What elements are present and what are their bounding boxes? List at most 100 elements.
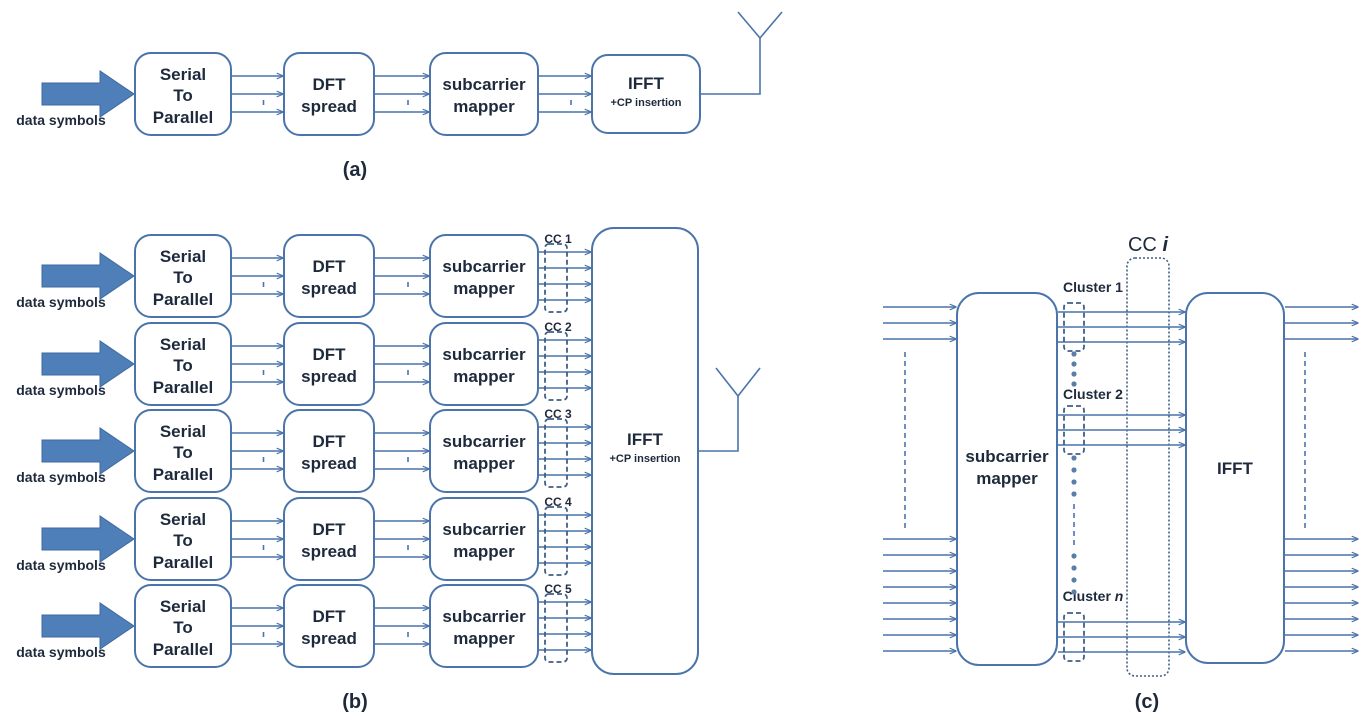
s2p-label-1: Serial [160, 335, 206, 354]
antenna-feed-a [701, 38, 761, 95]
cluster-label-text: Cluster 1 [1063, 279, 1123, 295]
cc-i-label: CC i [1128, 234, 1168, 256]
mapper-label-1: subcarrier [442, 432, 526, 451]
s2p-to-dft-arrows [232, 608, 283, 644]
data-symbols-arrow [41, 515, 135, 563]
subcarrier-mapper-block-c [956, 292, 1058, 666]
data-symbols-label: data symbols [16, 469, 106, 485]
mapper-label-1: subcarrier [442, 345, 526, 364]
chain-1: data symbolsSerialToParallelDFTspreadsub… [16, 320, 591, 406]
s2p-label-2: To [173, 531, 193, 550]
data-symbols-label: data symbols [16, 557, 106, 573]
s2p-to-dft-arrows [232, 346, 283, 382]
cluster-label: Cluster n [1063, 588, 1124, 604]
data-symbols-arrow [41, 340, 135, 388]
subcarrier-mapper-block [429, 409, 539, 493]
component-carrier-box [544, 331, 568, 401]
antenna-b-arm-left [715, 367, 739, 397]
serial-to-parallel-block [134, 52, 232, 136]
ifft-label-a: IFFT [628, 74, 664, 93]
dft-to-mapper-arrows [375, 346, 429, 382]
component-carrier-box [544, 506, 568, 576]
subcarrier-mapper-block [429, 234, 539, 318]
component-carrier-box [544, 243, 568, 313]
mapper-label-1: subcarrier [442, 75, 526, 94]
s2p-to-dft-arrows [232, 433, 283, 469]
cluster-gap-dot-a-3 [1071, 381, 1077, 387]
dft-label-2: spread [301, 367, 357, 386]
data-symbols-label: data symbols [16, 112, 106, 128]
mapper-label-2: mapper [453, 279, 515, 298]
cc-i-text: CC [1128, 234, 1162, 256]
dft-label-1: DFT [312, 75, 346, 94]
serial-to-parallel-block [134, 322, 232, 406]
dft-to-mapper-arrows [375, 608, 429, 644]
dft-to-mapper-arrows [375, 76, 429, 112]
caption-a: (a) [343, 159, 367, 181]
antenna-feed-b [699, 396, 739, 452]
dft-label-2: spread [301, 454, 357, 473]
dft-spread-block [283, 584, 375, 668]
mapper-label-c-1: subcarrier [965, 447, 1049, 466]
panel-a-single-carrier-chain: data symbolsSerialToParallelDFTspreadsub… [16, 11, 783, 136]
s2p-label-3: Parallel [153, 108, 214, 127]
cluster-gap-dot-c-3 [1071, 589, 1077, 595]
s2p-label-2: To [173, 356, 193, 375]
cluster-gap-dot-c-0 [1071, 553, 1077, 559]
serial-to-parallel-block [134, 497, 232, 581]
s2p-to-dft-arrows [232, 76, 283, 112]
cluster-gap-dot-b-2 [1071, 479, 1077, 485]
antenna-a-arm-left [737, 11, 761, 39]
chain-2: data symbolsSerialToParallelDFTspreadsub… [16, 407, 591, 493]
s2p-label-1: Serial [160, 510, 206, 529]
component-carrier-label: CC 5 [544, 582, 572, 596]
cp-insertion-label-b: +CP insertion [609, 453, 680, 465]
subcarrier-mapper-block [429, 52, 539, 136]
dft-label-1: DFT [312, 520, 346, 539]
dft-spread-block [283, 234, 375, 318]
cc-i-index: i [1162, 234, 1168, 256]
mapper-label-2: mapper [453, 367, 515, 386]
s2p-label-2: To [173, 86, 193, 105]
subcarrier-mapper-block [429, 584, 539, 668]
cluster-label-index: n [1115, 588, 1124, 604]
dft-spread-block [283, 409, 375, 493]
dft-label-2: spread [301, 279, 357, 298]
cluster-gap-dot-a-1 [1071, 361, 1077, 367]
ifft-block-a [591, 54, 701, 134]
cluster-label: Cluster 2 [1063, 386, 1123, 402]
serial-to-parallel-block [134, 234, 232, 318]
s2p-label-2: To [173, 618, 193, 637]
data-symbols-arrow [41, 602, 135, 650]
mapper-label-2: mapper [453, 454, 515, 473]
ifft-label-c: IFFT [1217, 459, 1253, 478]
data-symbols-arrow [41, 252, 135, 300]
cc-i-region [1126, 257, 1170, 677]
data-symbols-arrow [41, 427, 135, 475]
panel-b-carrier-aggregation-chains: data symbolsSerialToParallelDFTspreadsub… [16, 227, 761, 675]
cluster-gap-dot-b-3 [1071, 491, 1077, 497]
s2p-label-3: Parallel [153, 465, 214, 484]
cluster-gap-dot-b-0 [1071, 455, 1077, 461]
dft-label-2: spread [301, 97, 357, 116]
cluster-label: Cluster 1 [1063, 279, 1123, 295]
cluster-2: Cluster 2 [1058, 386, 1185, 455]
ifft-block-c [1185, 292, 1285, 664]
dft-label-2: spread [301, 542, 357, 561]
ifft-label-b: IFFT [627, 430, 663, 449]
dft-spread-block [283, 322, 375, 406]
caption-b: (b) [342, 691, 368, 713]
cluster-label-text: Cluster [1063, 588, 1115, 604]
chain-4: data symbolsSerialToParallelDFTspreadsub… [16, 582, 591, 668]
component-carrier-label: CC 1 [544, 232, 572, 246]
dft-label-1: DFT [312, 607, 346, 626]
cluster-1: Cluster 1 [1058, 279, 1185, 352]
dft-label-1: DFT [312, 432, 346, 451]
cp-insertion-label-a: +CP insertion [610, 97, 681, 109]
component-carrier-box [544, 418, 568, 488]
component-carrier-box [544, 593, 568, 663]
antenna-a-arm-right [759, 11, 783, 39]
mapper-label-1: subcarrier [442, 257, 526, 276]
